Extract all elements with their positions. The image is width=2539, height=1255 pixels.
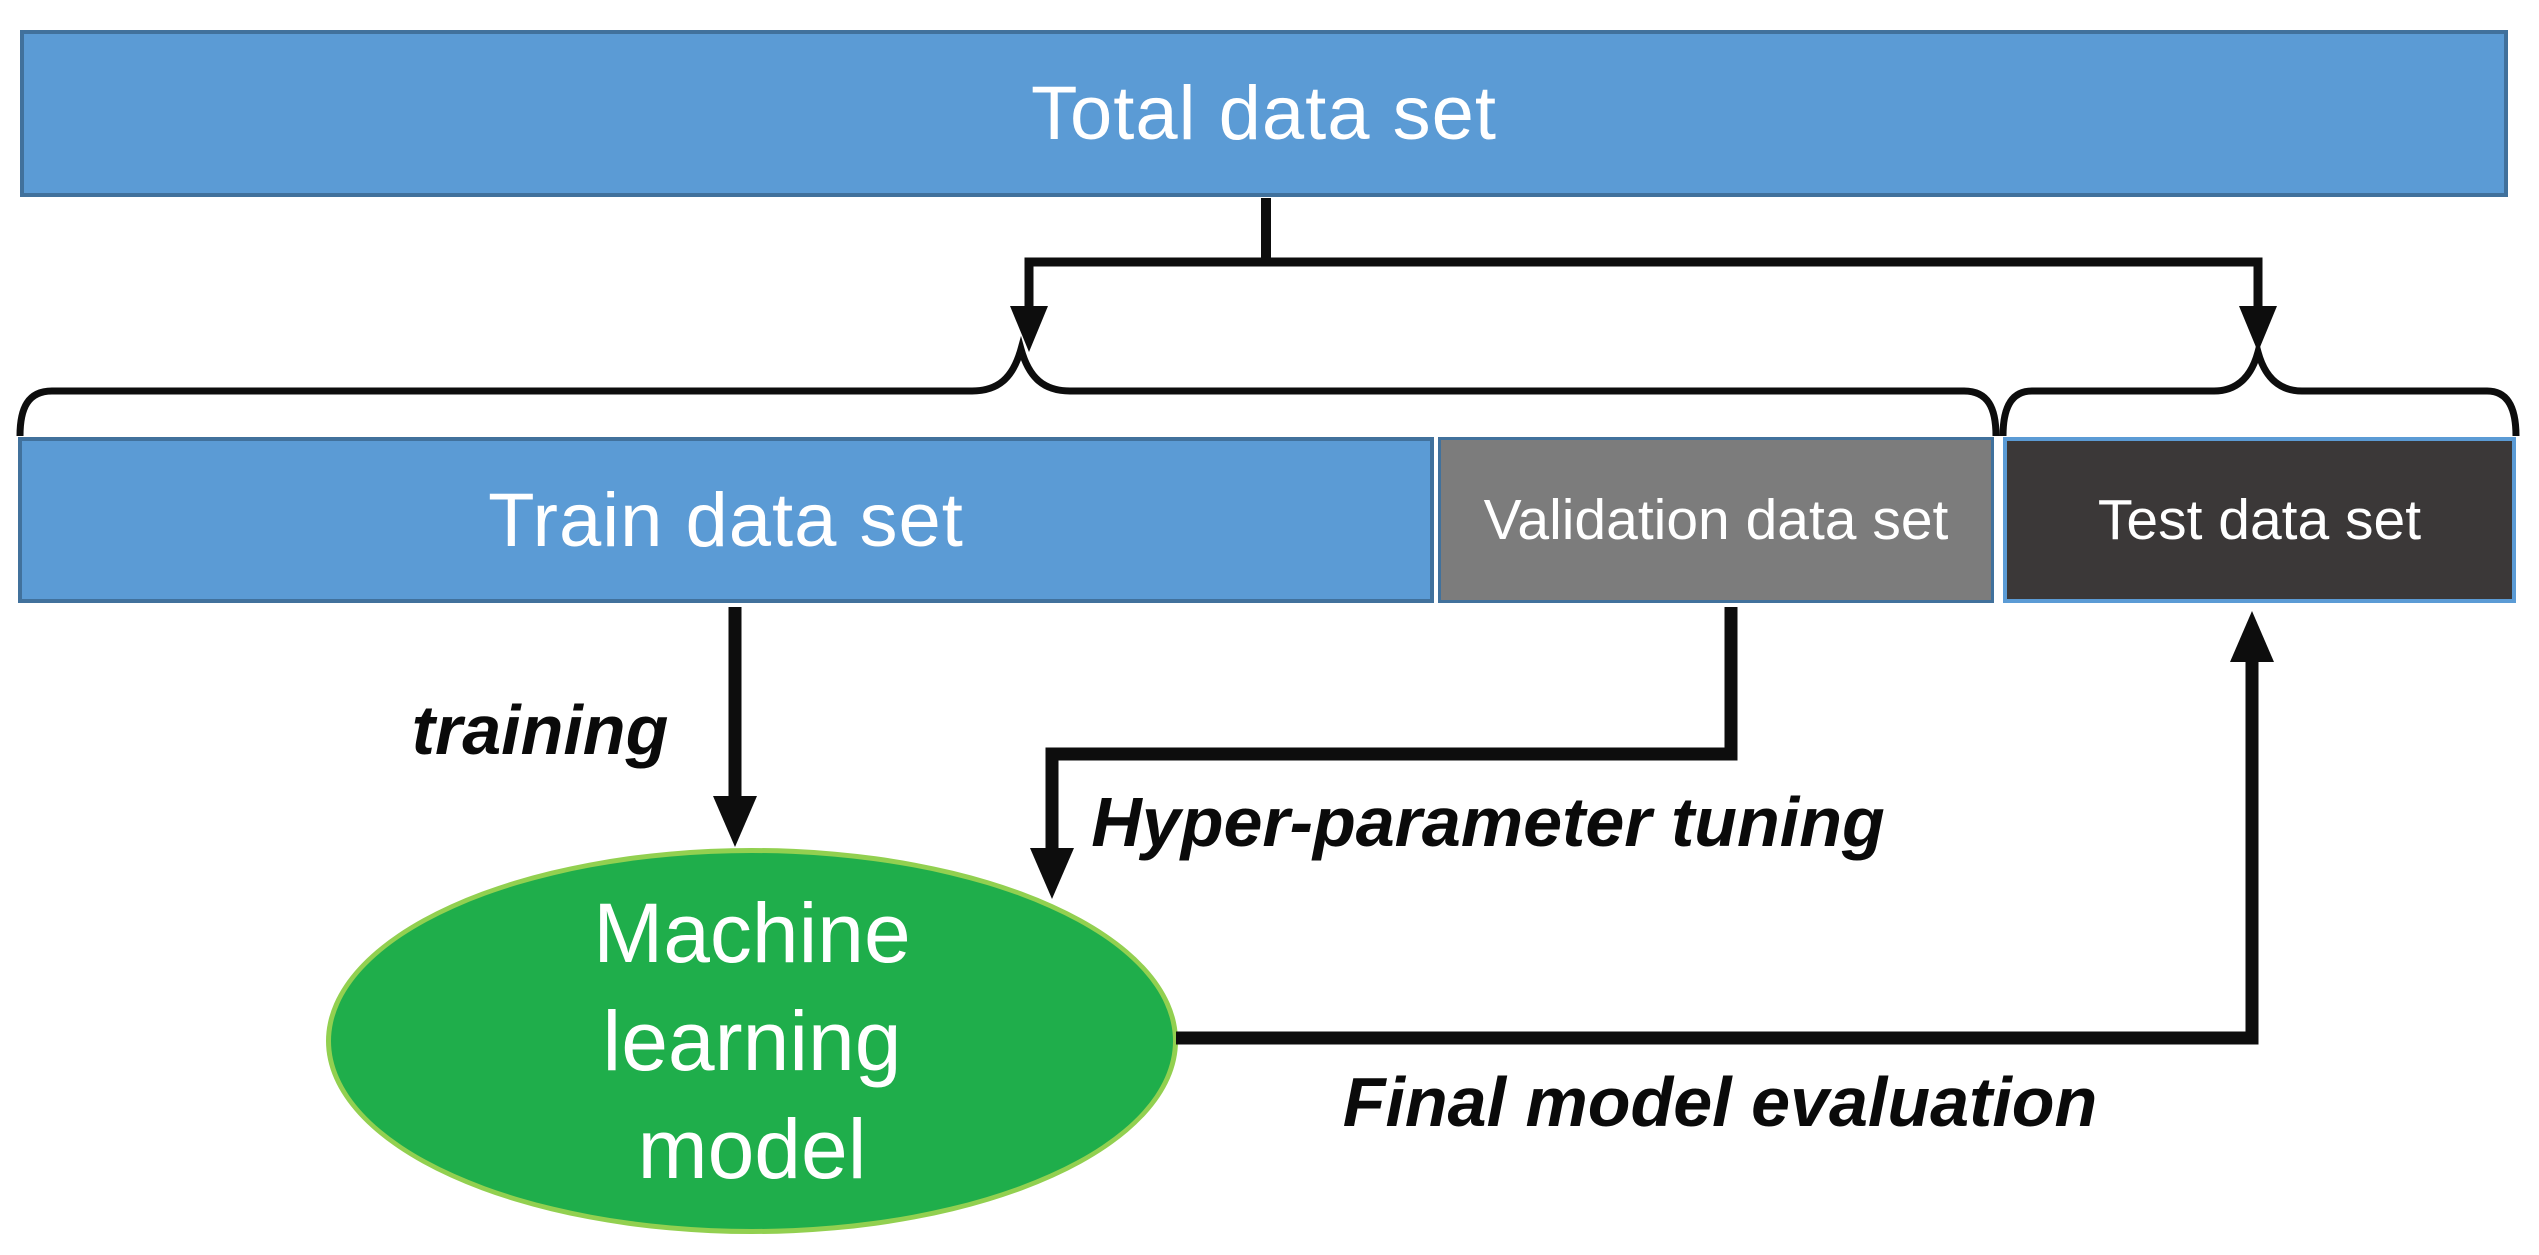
machine-learning-model-label: Machine learning model: [593, 886, 911, 1196]
evaluation-arrowhead-icon: [2230, 611, 2274, 662]
total-split-rail-line: [1024, 257, 2263, 316]
test-brace: [1999, 338, 2520, 437]
total-data-set-box: Total data set: [20, 30, 2508, 197]
rail-left-arrowhead-icon: [1010, 306, 1048, 352]
test-data-set-box: Test data set: [2003, 437, 2516, 603]
hyperparameter-tuning-arrow-label: Hyper-parameter tuning: [1091, 783, 1885, 861]
training-arrowhead-icon: [713, 796, 757, 847]
train-data-set-label: Train data set: [488, 477, 964, 563]
final-model-evaluation-arrow-label: Final model evaluation: [1342, 1063, 2098, 1141]
test-data-set-label: Test data set: [2097, 488, 2422, 552]
training-arrow-label: training: [411, 691, 669, 769]
validation-data-set-label: Validation data set: [1483, 488, 1949, 552]
machine-learning-model-ellipse: Machine learning model: [326, 848, 1178, 1234]
total-data-set-label: Total data set: [1030, 71, 1498, 156]
train-validation-brace: [16, 335, 2000, 437]
rail-right-arrowhead-icon: [2239, 306, 2277, 352]
validation-data-set-box: Validation data set: [1438, 437, 1994, 603]
train-data-set-box: Train data set: [18, 437, 1434, 603]
